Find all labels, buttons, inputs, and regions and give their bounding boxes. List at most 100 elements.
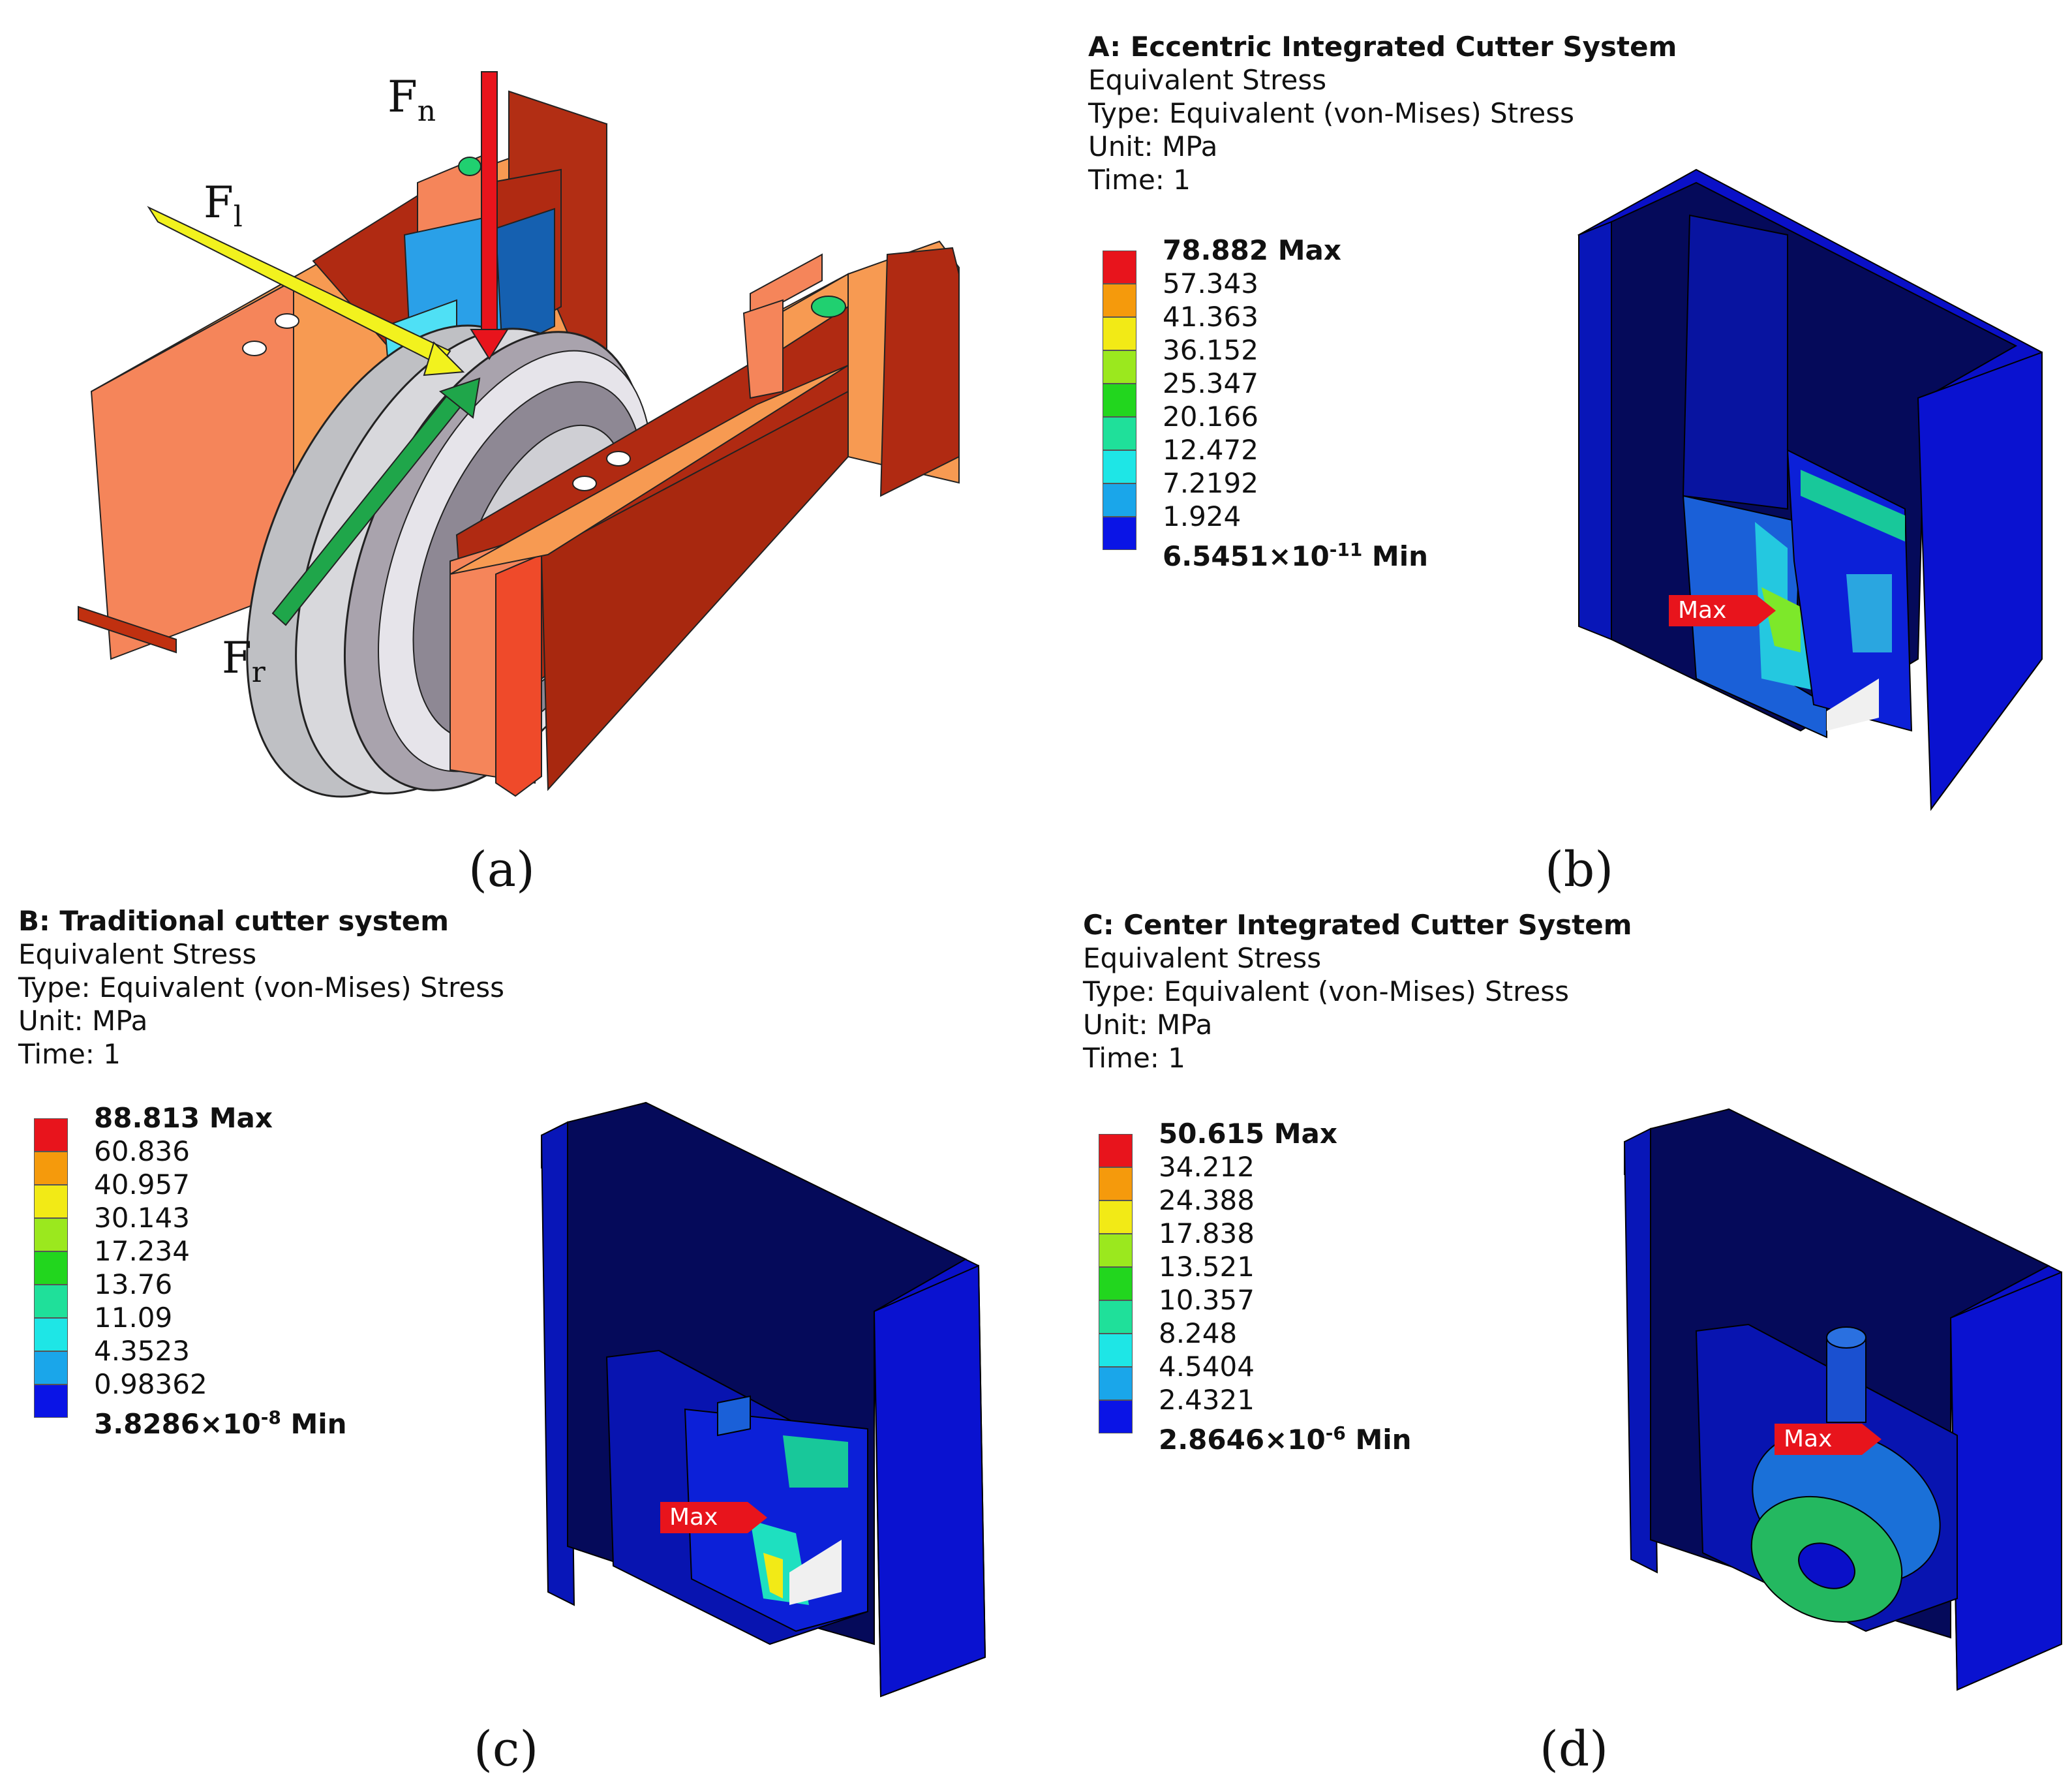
legend-swatch	[1099, 1167, 1133, 1200]
panel-d-line: Unit: MPa	[1083, 1009, 1213, 1041]
legend-swatch	[1103, 416, 1136, 450]
legend-swatch	[1099, 1133, 1133, 1167]
force-label-fl: Fl	[204, 177, 243, 234]
legend-swatch	[34, 1284, 68, 1318]
legend-value-label: 24.388	[1159, 1184, 1255, 1216]
panel-c-line: Type: Equivalent (von-Mises) Stress	[18, 971, 505, 1003]
legend-value-label: 13.76	[94, 1268, 173, 1300]
force-arrow-fn	[470, 71, 509, 360]
legend-value-label: 17.234	[94, 1235, 190, 1267]
panel-d-line: Time: 1	[1083, 1042, 1186, 1074]
legend-value-label: 25.347	[1163, 367, 1258, 399]
legend-swatch	[34, 1251, 68, 1285]
legend-swatch	[1103, 316, 1136, 350]
panel-b-line: Type: Equivalent (von-Mises) Stress	[1088, 97, 1575, 129]
panel-b-line: Time: 1	[1088, 164, 1191, 196]
panel-d-header: C: Center Integrated Cutter System Equiv…	[1083, 908, 1632, 1075]
caption-c: (c)	[474, 1721, 539, 1777]
legend-value-label: 41.363	[1163, 301, 1258, 333]
legend-value-label: 10.357	[1159, 1284, 1255, 1316]
legend-swatch	[34, 1384, 68, 1418]
legend-value-label: 36.152	[1163, 334, 1258, 366]
legend-swatch	[1103, 350, 1136, 384]
legend-min-exponent: -6	[1325, 1422, 1346, 1444]
panel-c-max-tag: Max	[660, 1502, 767, 1533]
panel-d-line: Equivalent Stress	[1083, 942, 1322, 974]
legend-swatch	[1103, 250, 1136, 284]
legend-min-exponent: -8	[260, 1407, 281, 1428]
legend-swatch	[1103, 516, 1136, 550]
legend-value-label: 17.838	[1159, 1217, 1255, 1249]
legend-swatch	[34, 1151, 68, 1185]
legend-swatch	[34, 1217, 68, 1251]
panel-c-title: B: Traditional cutter system	[18, 905, 449, 937]
panel-c-line: Unit: MPa	[18, 1005, 148, 1037]
legend-swatch	[1099, 1333, 1133, 1367]
legend-min-label: 2.8646×10-6 Min	[1159, 1416, 1412, 1456]
caption-d: (d)	[1540, 1721, 1609, 1777]
legend-value-label: 0.98362	[94, 1368, 207, 1400]
legend-min-suffix: Min	[1345, 1424, 1412, 1456]
legend-value-label: 12.472	[1163, 434, 1258, 466]
panel-c-header: B: Traditional cutter system Equivalent …	[18, 904, 504, 1071]
force-arrow-fl	[147, 206, 465, 376]
legend-value-label: 40.957	[94, 1169, 190, 1200]
legend-min-mantissa: 3.8286×10	[94, 1408, 261, 1440]
legend-swatch	[1103, 283, 1136, 317]
force-label-fr: Fr	[222, 633, 266, 690]
panel-b-stress-model	[1577, 168, 2043, 811]
panel-d-title: C: Center Integrated Cutter System	[1083, 909, 1632, 941]
legend-value-label: 57.343	[1163, 268, 1258, 299]
legend-value-label: 30.143	[94, 1202, 190, 1234]
legend-min-mantissa: 2.8646×10	[1159, 1424, 1326, 1456]
legend-swatch	[1103, 483, 1136, 517]
legend-swatch	[34, 1184, 68, 1218]
legend-swatch	[1103, 450, 1136, 483]
legend-min-suffix: Min	[281, 1408, 347, 1440]
panel-d-max-tag: Max	[1775, 1424, 1882, 1455]
legend-swatch	[1099, 1366, 1133, 1400]
caption-a: (a)	[468, 842, 535, 898]
legend-swatch	[34, 1351, 68, 1384]
legend-swatch	[34, 1118, 68, 1152]
legend-max-label: 88.813 Max	[94, 1102, 273, 1134]
panel-a-cutter-model	[78, 90, 960, 798]
legend-max-label: 78.882 Max	[1163, 234, 1341, 266]
legend-value-label: 34.212	[1159, 1151, 1255, 1183]
legend-swatch	[1099, 1233, 1133, 1267]
legend-swatch	[1099, 1200, 1133, 1234]
panel-b-line: Unit: MPa	[1088, 130, 1218, 162]
legend-value-label: 7.2192	[1163, 467, 1258, 499]
legend-max-label: 50.615 Max	[1159, 1118, 1337, 1150]
legend-swatch	[1099, 1399, 1133, 1433]
legend-swatch	[34, 1317, 68, 1351]
legend-value-label: 8.248	[1159, 1317, 1238, 1349]
panel-c-line: Time: 1	[18, 1038, 121, 1070]
legend-value-label: 4.3523	[94, 1335, 190, 1367]
panel-c-stress-model	[540, 1101, 986, 1698]
legend-value-label: 11.09	[94, 1302, 173, 1334]
legend-value-label: 13.521	[1159, 1251, 1255, 1283]
caption-b: (b)	[1545, 842, 1614, 898]
legend-swatch	[1099, 1266, 1133, 1300]
legend-min-label: 3.8286×10-8 Min	[94, 1401, 347, 1441]
panel-b-line: Equivalent Stress	[1088, 64, 1327, 96]
panel-b-header: A: Eccentric Integrated Cutter System Eq…	[1088, 30, 1677, 196]
legend-swatch	[1099, 1300, 1133, 1334]
panel-b-max-tag: Max	[1669, 595, 1776, 626]
legend-min-label: 6.5451×10-11 Min	[1163, 533, 1428, 573]
legend-min-exponent: -11	[1329, 539, 1363, 560]
legend-value-label: 60.836	[94, 1135, 190, 1167]
panel-b-title: A: Eccentric Integrated Cutter System	[1088, 31, 1677, 63]
force-arrow-fr	[271, 377, 481, 626]
legend-value-label: 1.924	[1163, 500, 1242, 532]
force-label-fn: Fn	[388, 72, 436, 129]
panel-d-line: Type: Equivalent (von-Mises) Stress	[1083, 975, 1570, 1007]
legend-min-suffix: Min	[1362, 540, 1429, 572]
panel-c-line: Equivalent Stress	[18, 938, 257, 970]
legend-min-mantissa: 6.5451×10	[1163, 540, 1330, 572]
